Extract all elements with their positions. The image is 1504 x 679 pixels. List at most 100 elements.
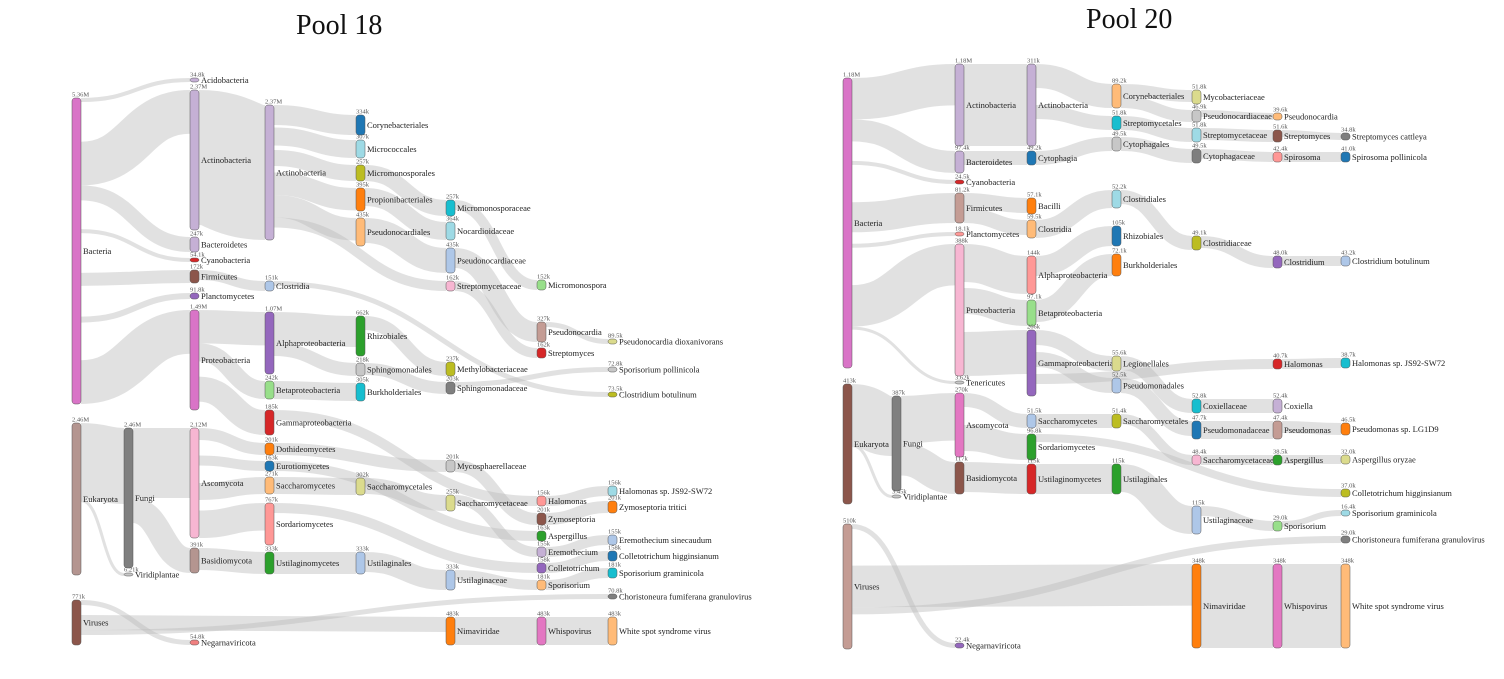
- node-bar[interactable]: [536, 616, 547, 646]
- node-bar[interactable]: [264, 280, 275, 292]
- node-bar[interactable]: [355, 114, 366, 136]
- node-bar[interactable]: [1191, 563, 1202, 649]
- node-bar[interactable]: [355, 382, 366, 402]
- node-bar[interactable]: [1026, 413, 1037, 429]
- node-bar[interactable]: [1026, 299, 1037, 327]
- node-bar[interactable]: [355, 315, 366, 357]
- node-bar[interactable]: [954, 380, 965, 385]
- node-bar[interactable]: [1026, 463, 1037, 495]
- node-bar[interactable]: [1272, 112, 1283, 121]
- node-bar[interactable]: [1111, 253, 1122, 277]
- node-bar[interactable]: [1340, 563, 1351, 649]
- node-bar[interactable]: [1272, 151, 1283, 163]
- node-bar[interactable]: [1340, 357, 1351, 369]
- node-bar[interactable]: [1191, 505, 1202, 535]
- node-bar[interactable]: [1026, 197, 1037, 215]
- node-bar[interactable]: [1191, 454, 1202, 466]
- node-bar[interactable]: [1111, 413, 1122, 429]
- node-bar[interactable]: [264, 380, 275, 400]
- node-bar[interactable]: [1111, 83, 1122, 109]
- node-bar[interactable]: [189, 236, 200, 253]
- node-bar[interactable]: [1340, 132, 1351, 141]
- node-bar[interactable]: [445, 247, 456, 274]
- node-chorist[interactable]: Choristoneura fumiferana granulovirus29.…: [1340, 530, 1485, 545]
- node-bar[interactable]: [445, 280, 456, 292]
- node-bar[interactable]: [189, 547, 200, 574]
- node-bar[interactable]: [1191, 148, 1202, 164]
- node-bar[interactable]: [189, 292, 200, 300]
- node-bar[interactable]: [536, 321, 547, 343]
- node-bar[interactable]: [1272, 563, 1283, 649]
- node-bar[interactable]: [355, 362, 366, 377]
- node-bar[interactable]: [445, 221, 456, 241]
- node-bar[interactable]: [954, 150, 965, 174]
- node-bar[interactable]: [445, 616, 456, 646]
- node-bar[interactable]: [536, 530, 547, 542]
- node-bar[interactable]: [1191, 420, 1202, 440]
- node-bar[interactable]: [607, 485, 618, 497]
- node-bar[interactable]: [1026, 63, 1037, 147]
- node-bar[interactable]: [1340, 454, 1351, 465]
- node-bar[interactable]: [445, 361, 456, 377]
- node-bar[interactable]: [189, 77, 200, 83]
- node-bar[interactable]: [954, 642, 965, 649]
- node-bar[interactable]: [1111, 136, 1122, 152]
